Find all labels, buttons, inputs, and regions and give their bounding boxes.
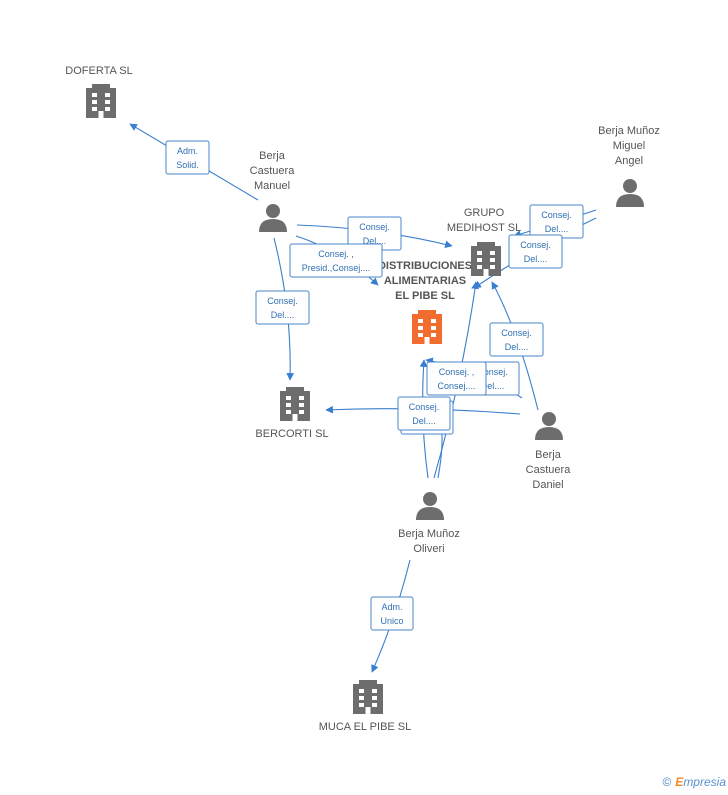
person-node-daniel[interactable]: Berja Castuera Daniel [526, 412, 572, 491]
relation-text: Del.... [363, 236, 387, 246]
building-icon [280, 387, 310, 421]
relation-label-r1[interactable]: Adm. Solid. [165, 140, 210, 175]
relation-label-r4[interactable]: Consej. Del.... [255, 290, 310, 325]
relation-text: Solid. [176, 160, 199, 170]
person-label-manuel-2: Castuera [250, 165, 296, 177]
relation-text: Consej. [409, 402, 440, 412]
relation-label-r10[interactable]: Consej. Del.... [397, 396, 454, 435]
company-label-distribuciones-3: EL PIBE SL [395, 290, 455, 302]
relation-label-r5[interactable]: Consej. Del.... [529, 204, 584, 239]
company-label-distribuciones-1: DISTRIBUCIONES [378, 260, 472, 272]
company-label-distribuciones-2: ALIMENTARIAS [384, 275, 466, 287]
company-label-medihost-2: MEDIHOST SL [447, 222, 521, 234]
building-icon [353, 680, 383, 714]
company-label-muca: MUCA EL PIBE SL [319, 721, 412, 733]
person-label-oliveri-2: Oliveri [413, 543, 444, 555]
relation-text: Del.... [481, 381, 505, 391]
person-label-daniel-1: Berja [535, 449, 562, 461]
relation-text: Del.... [545, 224, 569, 234]
person-label-manuel-1: Berja [259, 150, 286, 162]
building-icon [412, 310, 442, 344]
building-icon [86, 84, 116, 118]
person-label-manuel-3: Manuel [254, 180, 290, 192]
relation-text: Consej. [541, 210, 572, 220]
relation-text: Consej. [267, 296, 298, 306]
company-label-doferta: DOFERTA SL [65, 65, 132, 77]
person-icon [616, 179, 644, 207]
person-icon [416, 492, 444, 520]
relation-text: Del.... [505, 342, 529, 352]
relation-text: Consej. [501, 328, 532, 338]
relation-text: Consej. [477, 367, 508, 377]
edges [129, 123, 597, 673]
relation-text: Del.... [271, 310, 295, 320]
relation-text: Consej. [359, 222, 390, 232]
company-node-bercorti[interactable]: BERCORTI SL [255, 387, 329, 440]
company-node-doferta[interactable]: DOFERTA SL [65, 65, 133, 118]
relation-text: Del.... [524, 254, 548, 264]
company-label-bercorti: BERCORTI SL [255, 428, 328, 440]
relation-label-r3[interactable]: Consej. , Presid.,Consej.... [289, 243, 383, 278]
brand-name: mpresia [683, 775, 726, 789]
brand-initial: E [675, 775, 684, 789]
relation-text: Del.... [412, 416, 436, 426]
company-node-grupo-medihost[interactable]: GRUPO MEDIHOST SL [447, 207, 521, 276]
company-node-distribuciones[interactable]: DISTRIBUCIONES ALIMENTARIAS EL PIBE SL [378, 260, 472, 344]
relation-text: Adm. [381, 602, 402, 612]
person-label-daniel-2: Castuera [526, 464, 572, 476]
person-node-manuel[interactable]: Berja Castuera Manuel [250, 150, 296, 232]
person-icon [535, 412, 563, 440]
person-label-miguel-3: Angel [615, 155, 643, 167]
copyright-symbol: © [662, 775, 672, 789]
relation-text: Consej. , [439, 367, 475, 377]
relation-label-r6[interactable]: Consej. Del.... [508, 234, 563, 269]
person-label-daniel-3: Daniel [532, 479, 563, 491]
relation-text: Consej.... [437, 381, 475, 391]
relation-text: Presid.,Consej.... [302, 263, 371, 273]
relation-label-r7[interactable]: Consej. Del.... [489, 322, 544, 357]
relation-label-r9[interactable]: Consej. , Consej.... [426, 361, 487, 396]
empresia-watermark: ©Empresia [662, 775, 726, 789]
relation-text: Consej. , [318, 249, 354, 259]
relation-text: Unico [380, 616, 403, 626]
person-icon [259, 204, 287, 232]
person-label-miguel-1: Berja Muñoz [598, 125, 660, 137]
relation-label-r2[interactable]: Consej. Del.... [347, 216, 402, 251]
relation-text: Consej. [520, 240, 551, 250]
person-label-oliveri-1: Berja Muñoz [398, 528, 460, 540]
person-node-oliveri[interactable]: Berja Muñoz Oliveri [398, 492, 460, 555]
person-label-miguel-2: Miguel [613, 140, 645, 152]
person-node-miguel-angel[interactable]: Berja Muñoz Miguel Angel [598, 125, 660, 207]
company-label-medihost-1: GRUPO [464, 207, 505, 219]
building-icon [471, 242, 501, 276]
relation-label-r11[interactable]: Adm. Unico [370, 596, 414, 631]
relation-text: Adm. [177, 146, 198, 156]
company-node-muca[interactable]: MUCA EL PIBE SL [319, 680, 412, 733]
